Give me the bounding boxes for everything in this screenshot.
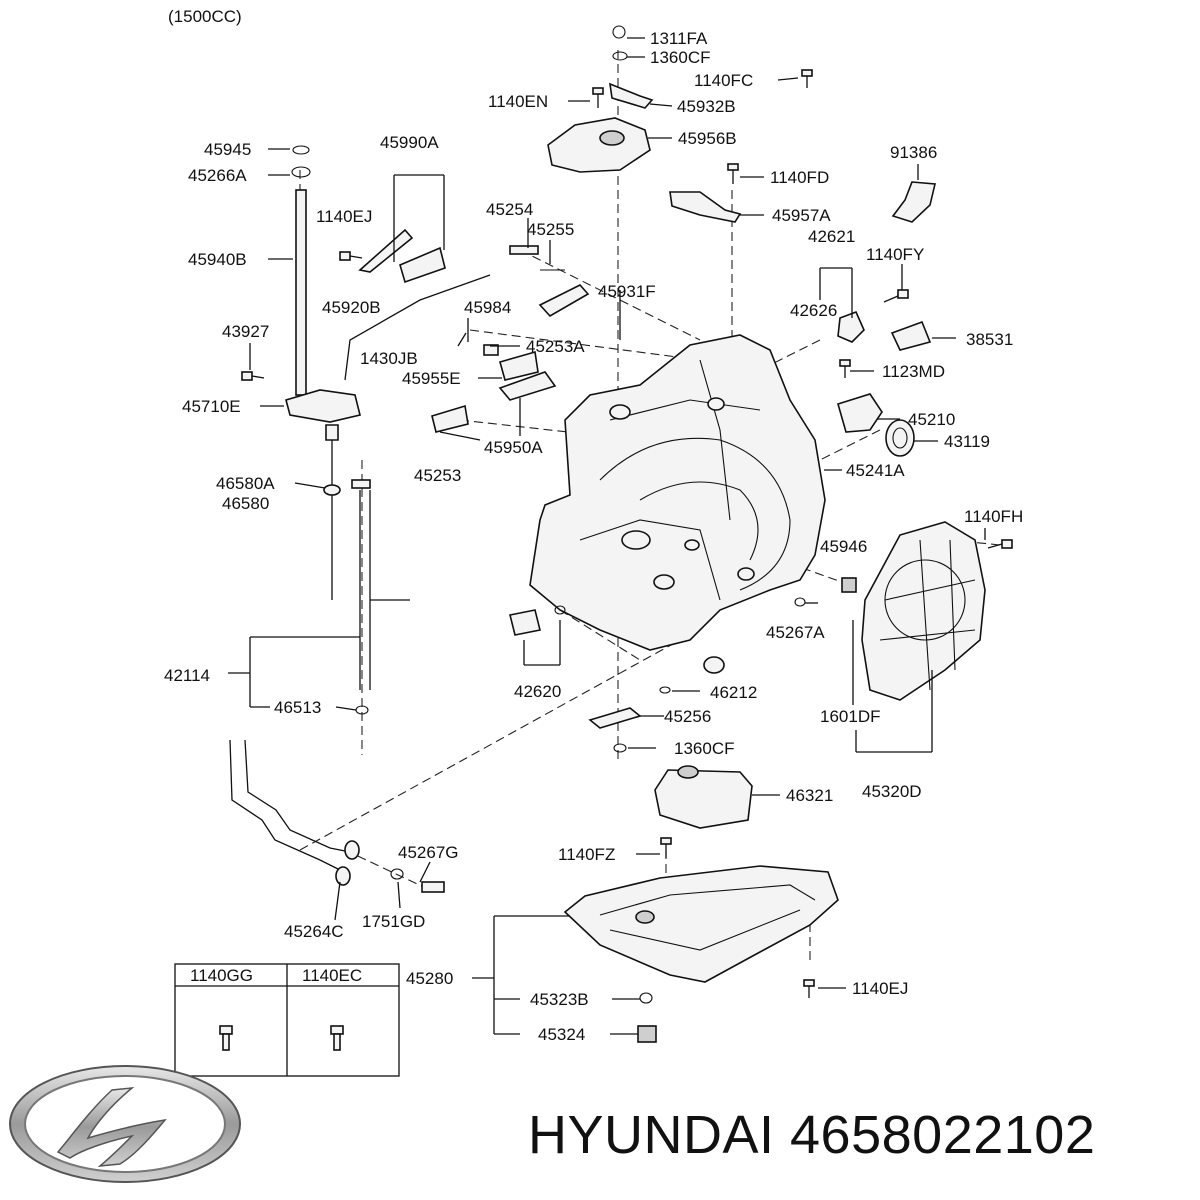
bracket-45957A: [669, 191, 742, 223]
label-45254: 45254: [486, 200, 533, 219]
engine-note: (1500CC): [168, 7, 242, 26]
label-45320D: 45320D: [862, 782, 922, 801]
label-1140EJ-left: 1140EJ: [316, 207, 372, 226]
label-42626: 42626: [790, 301, 837, 320]
label-45940B: 45940B: [188, 250, 247, 269]
small-fasteners: [355, 577, 857, 1043]
cover-45320D: [861, 521, 986, 701]
label-1140FY: 1140FY: [866, 245, 924, 264]
cover-45210: [837, 393, 915, 457]
oil-filter-46321: [654, 765, 753, 829]
bolts: [241, 69, 1013, 998]
label-45253A: 45253A: [526, 337, 585, 356]
label-46513: 46513: [274, 698, 321, 717]
bolt-icon: [330, 1025, 344, 1051]
label-45957A: 45957A: [772, 206, 831, 225]
label-45264C: 45264C: [284, 922, 344, 941]
label-42114: 42114: [164, 666, 210, 685]
label-45945: 45945: [204, 140, 251, 159]
label-1430JB: 1430JB: [360, 349, 418, 368]
label-46212: 46212: [710, 683, 757, 702]
label-45984: 45984: [464, 298, 511, 317]
label-45323B: 45323B: [530, 990, 589, 1009]
label-45256: 45256: [664, 707, 711, 726]
label-45241A: 45241A: [846, 461, 905, 480]
shift-shaft-45940B: [285, 145, 361, 423]
label-45710E: 45710E: [182, 397, 241, 416]
bolt-icon: [803, 979, 815, 998]
label-45253: 45253: [414, 466, 461, 485]
cooler-pipes-45264C: [229, 739, 360, 886]
bolt-icon: [883, 289, 909, 303]
label-45267A: 45267A: [766, 623, 825, 642]
part-labels: 1311FA 1360CF 1140FC 1140EN 45932B 45956…: [164, 29, 1023, 1044]
label-46321: 46321: [786, 786, 833, 805]
label-45956B: 45956B: [678, 129, 737, 148]
label-45990A: 45990A: [380, 133, 439, 152]
label-38531: 38531: [966, 330, 1013, 349]
label-45946: 45946: [820, 537, 867, 556]
label-45920B: 45920B: [322, 298, 381, 317]
detent-parts: [431, 245, 590, 433]
label-1751GD: 1751GD: [362, 912, 425, 931]
label-1311FA: 1311FA: [650, 29, 708, 48]
bolt-table-header-2: 1140EC: [302, 966, 362, 985]
bolt-icon: [241, 371, 265, 381]
label-1360CF-top: 1360CF: [650, 48, 710, 67]
label-91386: 91386: [890, 143, 937, 162]
label-1140FD: 1140FD: [770, 168, 829, 187]
label-43119: 43119: [944, 432, 990, 451]
label-1140FH: 1140FH: [964, 507, 1023, 526]
label-42620: 42620: [514, 682, 561, 701]
label-1140FC: 1140FC: [694, 71, 753, 90]
hyundai-logo-icon: [9, 1065, 241, 1183]
bolt-icon: [801, 69, 813, 88]
bolt-table: 1140GG 1140EC: [174, 963, 400, 1077]
label-45267G: 45267G: [398, 843, 459, 862]
label-1360CF-bottom: 1360CF: [674, 739, 734, 758]
label-1601DF: 1601DF: [820, 707, 880, 726]
bolt-icon: [727, 163, 739, 184]
label-45931F: 45931F: [598, 282, 656, 301]
label-45950A: 45950A: [484, 438, 543, 457]
oil-pan-45280: [563, 865, 839, 983]
bolt-icon: [339, 251, 363, 261]
bolt-icon: [592, 87, 604, 108]
label-42621: 42621: [808, 227, 855, 246]
label-45324: 45324: [538, 1025, 585, 1044]
transmission-case-45241A: [529, 334, 826, 651]
label-45955E: 45955E: [402, 369, 461, 388]
label-46580: 46580: [222, 494, 269, 513]
bracket-91386: [891, 181, 936, 223]
label-45266A: 45266A: [188, 166, 247, 185]
label-1140FZ: 1140FZ: [558, 845, 615, 864]
brand-part-number: HYUNDAI 4658022102: [528, 1105, 1096, 1165]
label-45255: 45255: [527, 220, 574, 239]
cable-45920B: [344, 228, 491, 381]
label-1140EJ-right: 1140EJ: [852, 979, 908, 998]
bolt-icon: [219, 1025, 233, 1051]
dipstick-46580: [323, 424, 410, 690]
sensor-42621: [837, 310, 932, 351]
label-45280: 45280: [406, 969, 453, 988]
label-43927: 43927: [222, 322, 269, 341]
label-45210: 45210: [908, 410, 955, 429]
inhibitor-switch-45956B: [547, 25, 654, 173]
bolt-icon: [987, 539, 1013, 549]
bolt-icon: [660, 837, 672, 858]
label-46580A: 46580A: [216, 474, 275, 493]
label-1140EN: 1140EN: [488, 92, 548, 111]
label-45932B: 45932B: [677, 97, 736, 116]
bolt-icon: [839, 359, 851, 378]
bolt-table-header-1: 1140GG: [190, 966, 253, 985]
label-1123MD: 1123MD: [882, 362, 945, 381]
leader-lines: [228, 37, 986, 1035]
